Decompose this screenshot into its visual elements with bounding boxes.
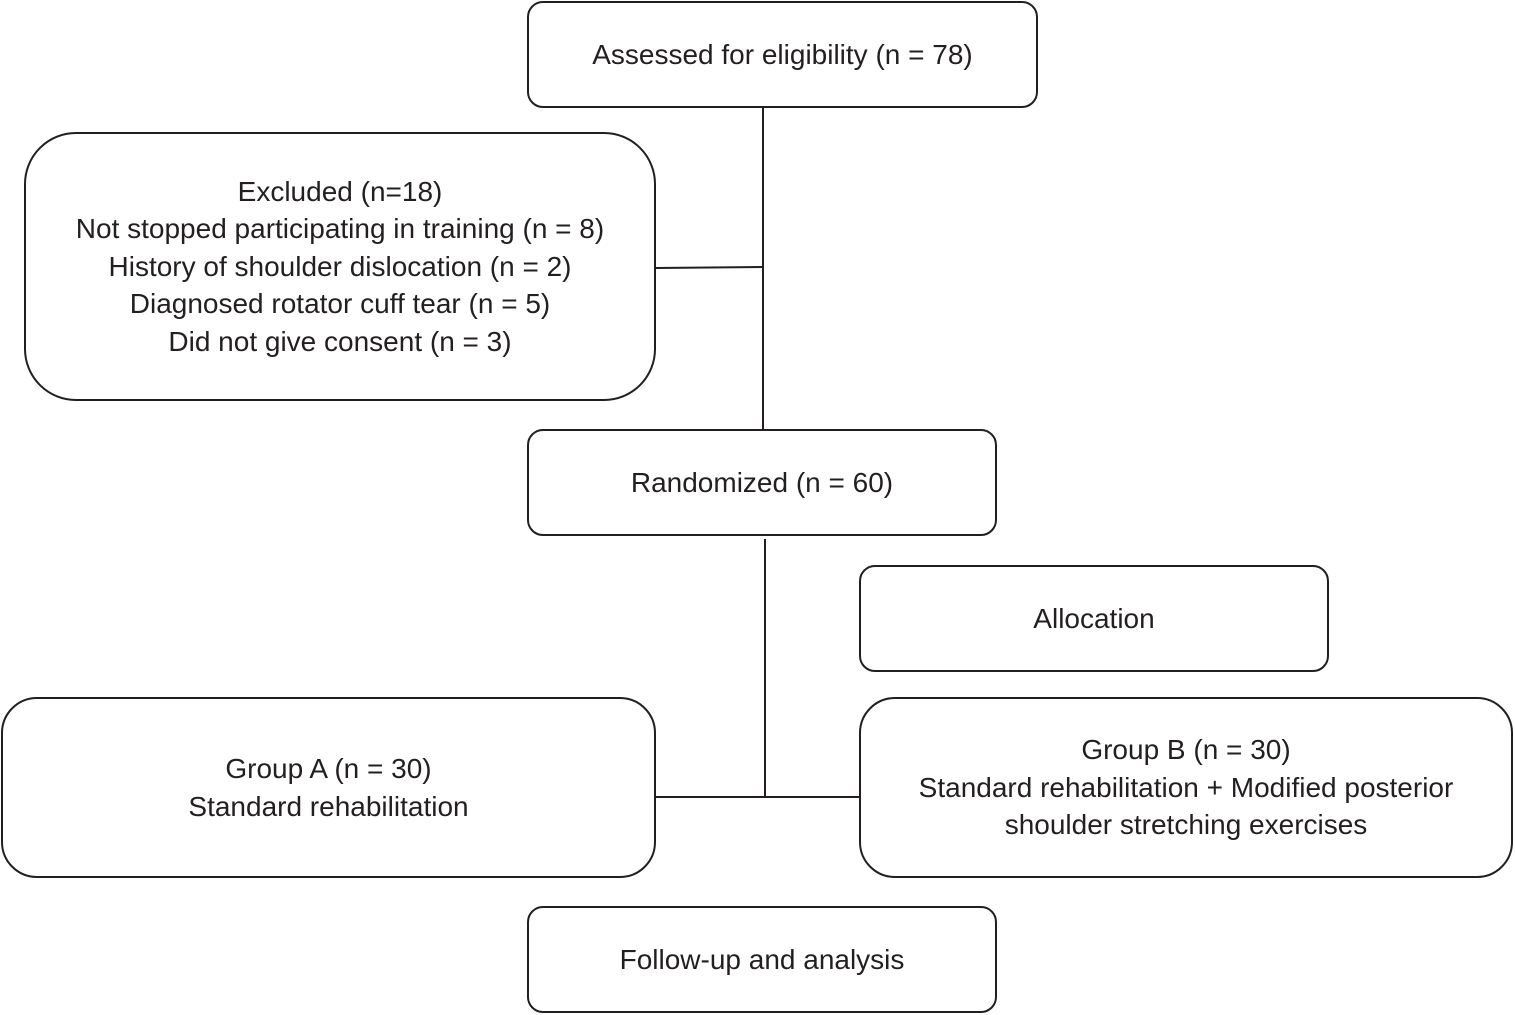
allocation-label: Allocation bbox=[1033, 602, 1155, 634]
followup-box: Follow-up and analysis bbox=[527, 906, 997, 1013]
allocation-box: Allocation bbox=[859, 565, 1329, 672]
assessed-box: Assessed for eligibility (n = 78) bbox=[527, 1, 1038, 108]
assessed-label: Assessed for eligibility (n = 78) bbox=[592, 38, 973, 70]
group-b-title: Group B (n = 30) bbox=[1081, 734, 1291, 766]
group-a-title: Group A (n = 30) bbox=[225, 753, 432, 784]
group-b-description-line1: Standard rehabilitation + Modified poste… bbox=[918, 771, 1454, 803]
excluded-reason-cuff-tear: Diagnosed rotator cuff tear (n = 5) bbox=[129, 288, 551, 320]
group-b-box: Group B (n = 30) Standard rehabilitation… bbox=[859, 697, 1513, 878]
excluded-reason-dislocation: History of shoulder dislocation (n = 2) bbox=[108, 250, 572, 282]
connector-branch-to-excluded bbox=[655, 266, 764, 269]
randomized-box: Randomized (n = 60) bbox=[527, 429, 997, 536]
excluded-title: Excluded (n=18) bbox=[237, 175, 443, 207]
group-a-box: Group A (n = 30) Standard rehabilitation bbox=[1, 697, 656, 878]
randomized-label: Randomized (n = 60) bbox=[630, 466, 894, 498]
group-b-description-line2: shoulder stretching exercises bbox=[1004, 809, 1368, 841]
excluded-box: Excluded (n=18) Not stopped participatin… bbox=[24, 132, 656, 401]
followup-label: Follow-up and analysis bbox=[619, 943, 905, 975]
excluded-reason-training: Not stopped participating in training (n… bbox=[75, 213, 605, 245]
group-a-description: Standard rehabilitation bbox=[188, 790, 469, 822]
excluded-reason-no-consent: Did not give consent (n = 3) bbox=[168, 325, 512, 357]
